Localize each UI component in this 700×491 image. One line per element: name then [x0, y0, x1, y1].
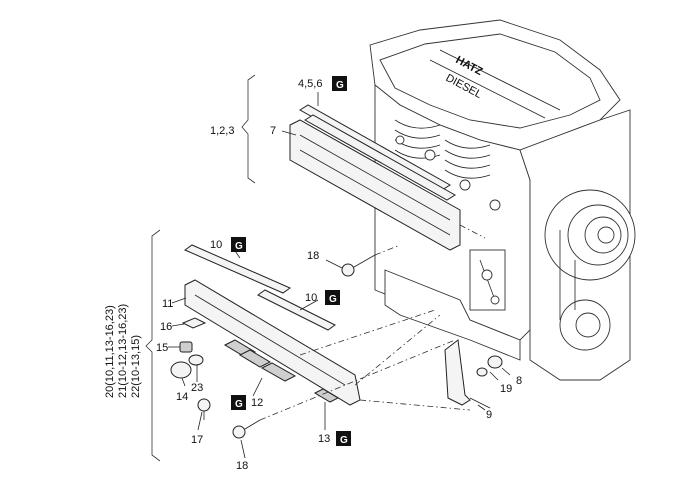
- label-10-top: 10: [210, 239, 222, 251]
- g-marker-13: G: [336, 431, 351, 446]
- label-15: 15: [156, 342, 168, 354]
- svg-text:G: G: [235, 399, 243, 410]
- label-4-5-6: 4,5,6: [298, 78, 322, 90]
- g-marker-10-right: G: [325, 290, 340, 305]
- label-18-lower: 18: [236, 460, 248, 472]
- svg-text:G: G: [340, 435, 348, 446]
- svg-text:G: G: [329, 294, 337, 305]
- upper-brace: [241, 74, 256, 184]
- g-marker-top: G: [332, 76, 347, 91]
- label-13: 13: [318, 433, 330, 445]
- label-7: 7: [270, 125, 276, 137]
- label-17: 17: [191, 434, 203, 446]
- upper-cover-group: [281, 92, 486, 251]
- svg-text:G: G: [235, 241, 243, 252]
- label-10-right: 10: [305, 292, 317, 304]
- group-ref-21: 21(10-12,13-16,23): [117, 304, 129, 398]
- group-ref-22: 22(10-13,15): [130, 335, 142, 398]
- label-12: 12: [251, 397, 263, 409]
- bracket-group: [444, 339, 511, 411]
- engine-drawing: HATZ DIESEL: [369, 19, 636, 381]
- label-23: 23: [191, 382, 203, 394]
- group-ref-20: 20(10,11,13-16,23): [104, 305, 116, 398]
- label-9: 9: [486, 409, 492, 421]
- label-1-2-3: 1,2,3: [210, 125, 234, 137]
- label-14: 14: [176, 391, 188, 403]
- lower-brace: [145, 229, 161, 462]
- label-19: 19: [500, 383, 512, 395]
- label-18-upper: 18: [307, 250, 319, 262]
- part-labels: 4,5,6 1,2,3 7 10 10 18 11 16 15 23 14 17…: [156, 78, 522, 472]
- svg-text:G: G: [336, 80, 344, 91]
- lower-cover-group: [170, 244, 471, 439]
- label-11: 11: [162, 298, 173, 310]
- g-marker-12: G: [231, 395, 246, 410]
- label-8: 8: [516, 375, 522, 387]
- label-16: 16: [160, 321, 172, 333]
- g-marker-10-top: G: [231, 237, 246, 252]
